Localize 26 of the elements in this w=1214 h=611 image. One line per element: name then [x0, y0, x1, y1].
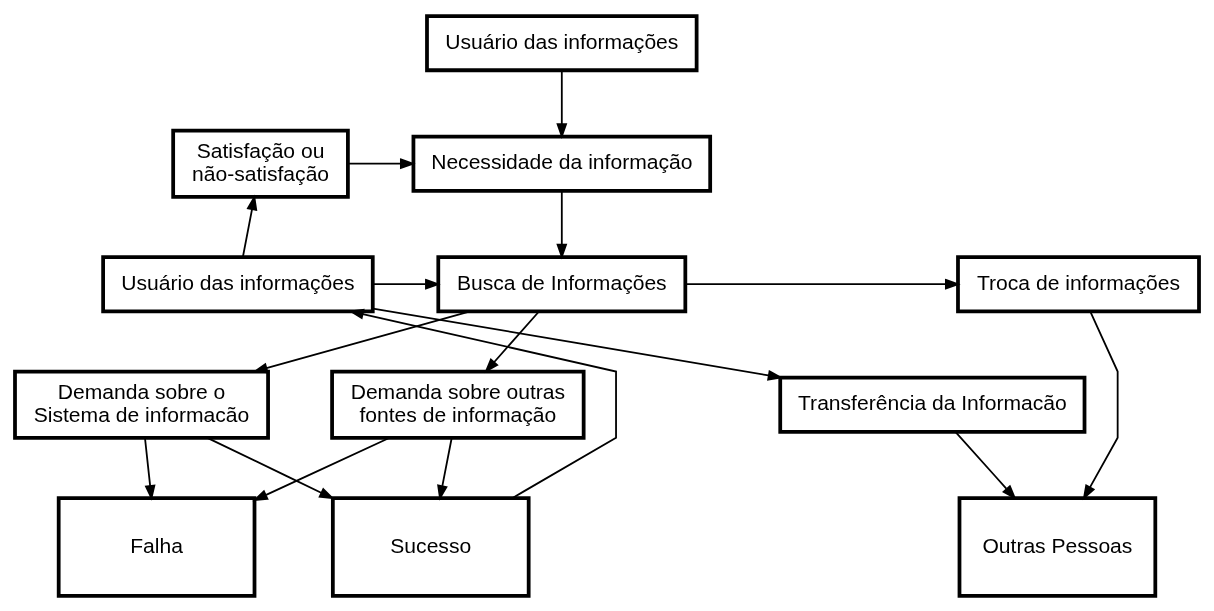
arrow: [484, 310, 540, 373]
node-box: Outras Pessoas: [957, 495, 1158, 598]
node-box: Demanda sobre outras fontes de informação: [330, 369, 586, 440]
arrow: [252, 436, 391, 501]
arrow: [144, 437, 156, 501]
node-box: Demanda sobre o Sistema de informacão: [13, 369, 270, 440]
node-box: Necessidade da informação: [411, 134, 713, 193]
arrow: [437, 437, 453, 501]
arrow: [1082, 310, 1119, 500]
node-box: Troca de informações: [956, 254, 1201, 313]
arrow: [242, 194, 258, 258]
node-box: Transferência da Informacão: [778, 375, 1087, 434]
arrow: [556, 189, 568, 259]
arrow: [347, 157, 416, 169]
arrow: [372, 278, 441, 290]
arrow: [252, 309, 471, 373]
node-box: Usuário das informações: [101, 254, 375, 313]
node-box: Satisfação ou não-satisfação: [171, 128, 350, 199]
node-box: Sucesso: [330, 495, 531, 598]
arrow: [207, 436, 335, 499]
arrow: [684, 278, 961, 290]
node-box: Falha: [56, 495, 257, 598]
node-box: Busca de Informações: [436, 254, 688, 313]
node-box: Usuário das informações: [425, 13, 699, 72]
arrow: [556, 69, 568, 139]
arrow: [955, 430, 1017, 500]
